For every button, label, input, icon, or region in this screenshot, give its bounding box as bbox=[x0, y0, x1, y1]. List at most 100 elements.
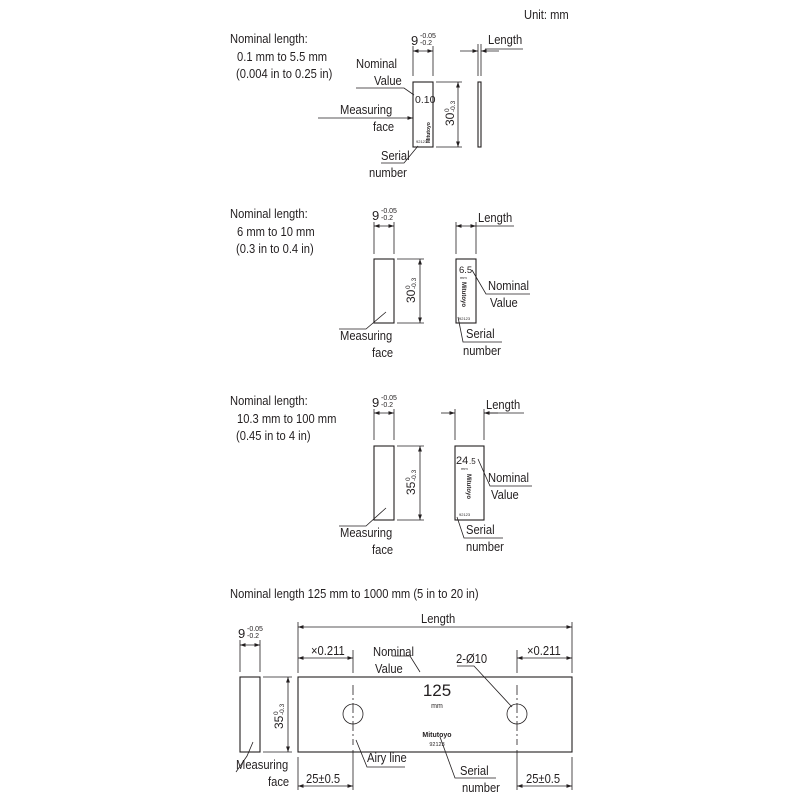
s1-length-label: Length bbox=[488, 32, 523, 47]
s3-height-tol-lower: -0.3 bbox=[411, 469, 418, 481]
s1-block-value: 0.10 bbox=[415, 94, 436, 106]
s4-airy-label: Airy line bbox=[367, 750, 407, 765]
s3-range-mm: 10.3 mm to 100 mm bbox=[237, 411, 337, 426]
s4-block-serial: 92123 bbox=[429, 742, 444, 748]
s3-serial-label: Serial bbox=[466, 522, 495, 537]
s4-block bbox=[297, 676, 573, 753]
s4-block-value: 125 bbox=[423, 681, 451, 700]
s3-height-tol-upper: 0 bbox=[405, 477, 412, 481]
s4-height-main: 35 bbox=[272, 715, 286, 729]
s2-height-label: 30 0 -0.3 bbox=[404, 277, 418, 303]
s2-block-value: 6.5 bbox=[459, 265, 472, 276]
s2-nominal-label: Nominal bbox=[488, 278, 530, 293]
s4-height-label: 35 0 -0.3 bbox=[272, 703, 286, 729]
s2-height-tol-upper: 0 bbox=[405, 285, 412, 289]
s3-length-label: Length bbox=[486, 397, 521, 412]
s2-length-label: Length bbox=[478, 210, 513, 225]
s3-width-tol-upper: -0.05 bbox=[381, 395, 397, 402]
s4-width-main: 9 bbox=[238, 626, 245, 641]
s3-heading: Nominal length: bbox=[230, 393, 308, 408]
s4-number-label: number bbox=[462, 780, 500, 795]
s3-number-label: number bbox=[466, 539, 504, 554]
s2-width-tol-lower: -0.2 bbox=[381, 215, 393, 222]
s3-front-face bbox=[373, 445, 395, 521]
s2-serial-label: Serial bbox=[466, 326, 495, 341]
s3-block-brand: Mitutoyo bbox=[465, 474, 471, 499]
s4-factor-right: ×0.211 bbox=[527, 643, 561, 658]
s2-width-main: 9 bbox=[372, 208, 379, 223]
s2-face-leader bbox=[339, 311, 387, 330]
s4-offset-left: 25±0.5 bbox=[306, 771, 341, 786]
s4-offset-right: 25±0.5 bbox=[526, 771, 561, 786]
s3-nominal-leader bbox=[477, 458, 532, 487]
s1-serial-label: Serial bbox=[381, 148, 410, 163]
s2-nominal-leader bbox=[471, 269, 530, 295]
s2-measuring-label: Measuring bbox=[340, 328, 393, 343]
s2-serial-leader bbox=[457, 316, 502, 343]
s4-width-tol-lower: -0.2 bbox=[247, 633, 259, 640]
s4-factor-left: ×0.211 bbox=[311, 643, 345, 658]
s4-value-label: Value bbox=[375, 661, 403, 676]
s2-value-label: Value bbox=[490, 295, 518, 310]
s4-end-view bbox=[239, 676, 261, 753]
s2-block-unit: mm bbox=[460, 275, 467, 280]
s2-width-tol-upper: -0.05 bbox=[381, 208, 397, 215]
s4-holes-label: 2-Ø10 bbox=[456, 651, 488, 666]
s3-range-in: (0.45 in to 4 in) bbox=[236, 428, 311, 443]
s2-heading: Nominal length: bbox=[230, 206, 308, 221]
s3-block-value-dec: .5 bbox=[469, 457, 476, 466]
s1-face-label: face bbox=[373, 119, 395, 134]
s3-block-unit: mm bbox=[461, 466, 468, 471]
s4-height-tol-upper: 0 bbox=[273, 711, 280, 715]
s4-block-unit: mm bbox=[431, 703, 443, 710]
s4-face-leader bbox=[235, 741, 254, 773]
s1-serial-leader bbox=[381, 145, 419, 164]
s1-range-mm: 0.1 mm to 5.5 mm bbox=[237, 49, 328, 64]
s4-holes-leader bbox=[457, 665, 513, 708]
s4-nominal-label: Nominal bbox=[373, 644, 415, 659]
s1-measuring-label: Measuring bbox=[340, 102, 393, 117]
s1-range-in: (0.004 in to 0.25 in) bbox=[236, 66, 333, 81]
s1-height-tol-upper: 0 bbox=[444, 108, 451, 112]
s4-nominal-leader bbox=[392, 655, 421, 673]
unit-label: Unit: mm bbox=[524, 7, 569, 22]
s1-width-main: 9 bbox=[411, 33, 418, 48]
s1-nominal-leader bbox=[356, 87, 415, 96]
s2-block-serial: 92123 bbox=[459, 316, 471, 321]
s1-value-label: Value bbox=[374, 73, 402, 88]
s2-block-brand: Mitutoyo bbox=[460, 282, 466, 307]
s3-value-label: Value bbox=[491, 487, 519, 502]
s3-face-label: face bbox=[372, 542, 394, 557]
s1-block-brand: Mitutoyo bbox=[426, 122, 432, 143]
s4-serial-leader bbox=[439, 736, 496, 779]
s3-measuring-label: Measuring bbox=[340, 525, 393, 540]
s1-height-label: 30 0 -0.3 bbox=[443, 100, 457, 126]
s3-height-main: 35 bbox=[404, 481, 418, 495]
s4-heading: Nominal length 125 mm to 1000 mm (5 in t… bbox=[230, 586, 479, 601]
s2-number-label: number bbox=[463, 343, 501, 358]
s2-block bbox=[455, 258, 477, 324]
s1-height-tol-lower: -0.3 bbox=[450, 100, 457, 112]
s2-height-main: 30 bbox=[404, 289, 418, 303]
s2-height-tol-lower: -0.3 bbox=[411, 277, 418, 289]
s3-nominal-label: Nominal bbox=[488, 470, 530, 485]
s2-front-face bbox=[373, 258, 395, 324]
s2-range-in: (0.3 in to 0.4 in) bbox=[236, 241, 314, 256]
s4-serial-label: Serial bbox=[460, 763, 489, 778]
s3-block bbox=[454, 445, 485, 521]
s1-side-view bbox=[477, 81, 482, 148]
s4-length-label: Length bbox=[421, 611, 456, 626]
s1-block-serial: 92123 bbox=[416, 139, 428, 144]
s4-airy-leader bbox=[355, 739, 405, 768]
s4-measuring-label: Measuring bbox=[236, 757, 289, 772]
s1-block bbox=[412, 81, 434, 148]
s1-nominal-label: Nominal bbox=[356, 56, 398, 71]
s1-number-label: number bbox=[369, 165, 407, 180]
s1-width-tol-lower: -0.2 bbox=[420, 40, 432, 47]
s3-width-tol-lower: -0.2 bbox=[381, 402, 393, 409]
s2-range-mm: 6 mm to 10 mm bbox=[237, 224, 315, 239]
s3-face-leader bbox=[339, 507, 387, 527]
s4-face-label: face bbox=[268, 774, 290, 789]
s3-width-main: 9 bbox=[372, 395, 379, 410]
